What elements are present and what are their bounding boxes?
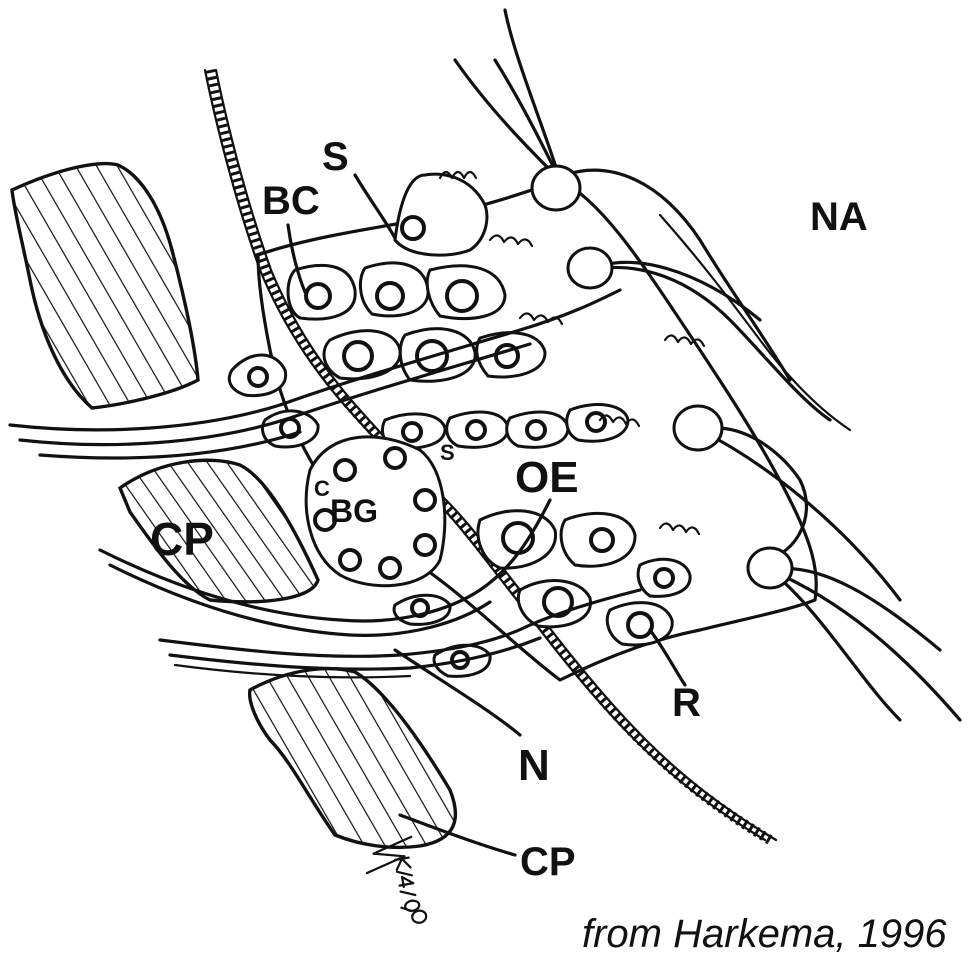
cartilage-plate-upper xyxy=(12,164,198,408)
label-c-small: C xyxy=(314,476,330,501)
label-oe: OE xyxy=(515,453,579,502)
lower-cell-row xyxy=(478,335,704,645)
label-bg: BG xyxy=(330,493,378,529)
label-bc: BC xyxy=(262,179,320,223)
label-r: R xyxy=(672,681,701,725)
label-n: N xyxy=(518,741,550,790)
source-credit: from Harkema, 1996 xyxy=(582,912,947,957)
sustentacular-cell xyxy=(395,174,487,255)
label-s: S xyxy=(322,135,349,179)
label-cp-left: CP xyxy=(150,513,214,565)
label-na: NA xyxy=(810,195,868,239)
artist-signature xyxy=(362,837,427,931)
label-s-small: S xyxy=(440,440,455,465)
label-cp-bottom: CP xyxy=(520,840,576,884)
olfactory-epithelium-cells xyxy=(382,405,639,449)
cartilage-plate-lower xyxy=(250,669,456,848)
